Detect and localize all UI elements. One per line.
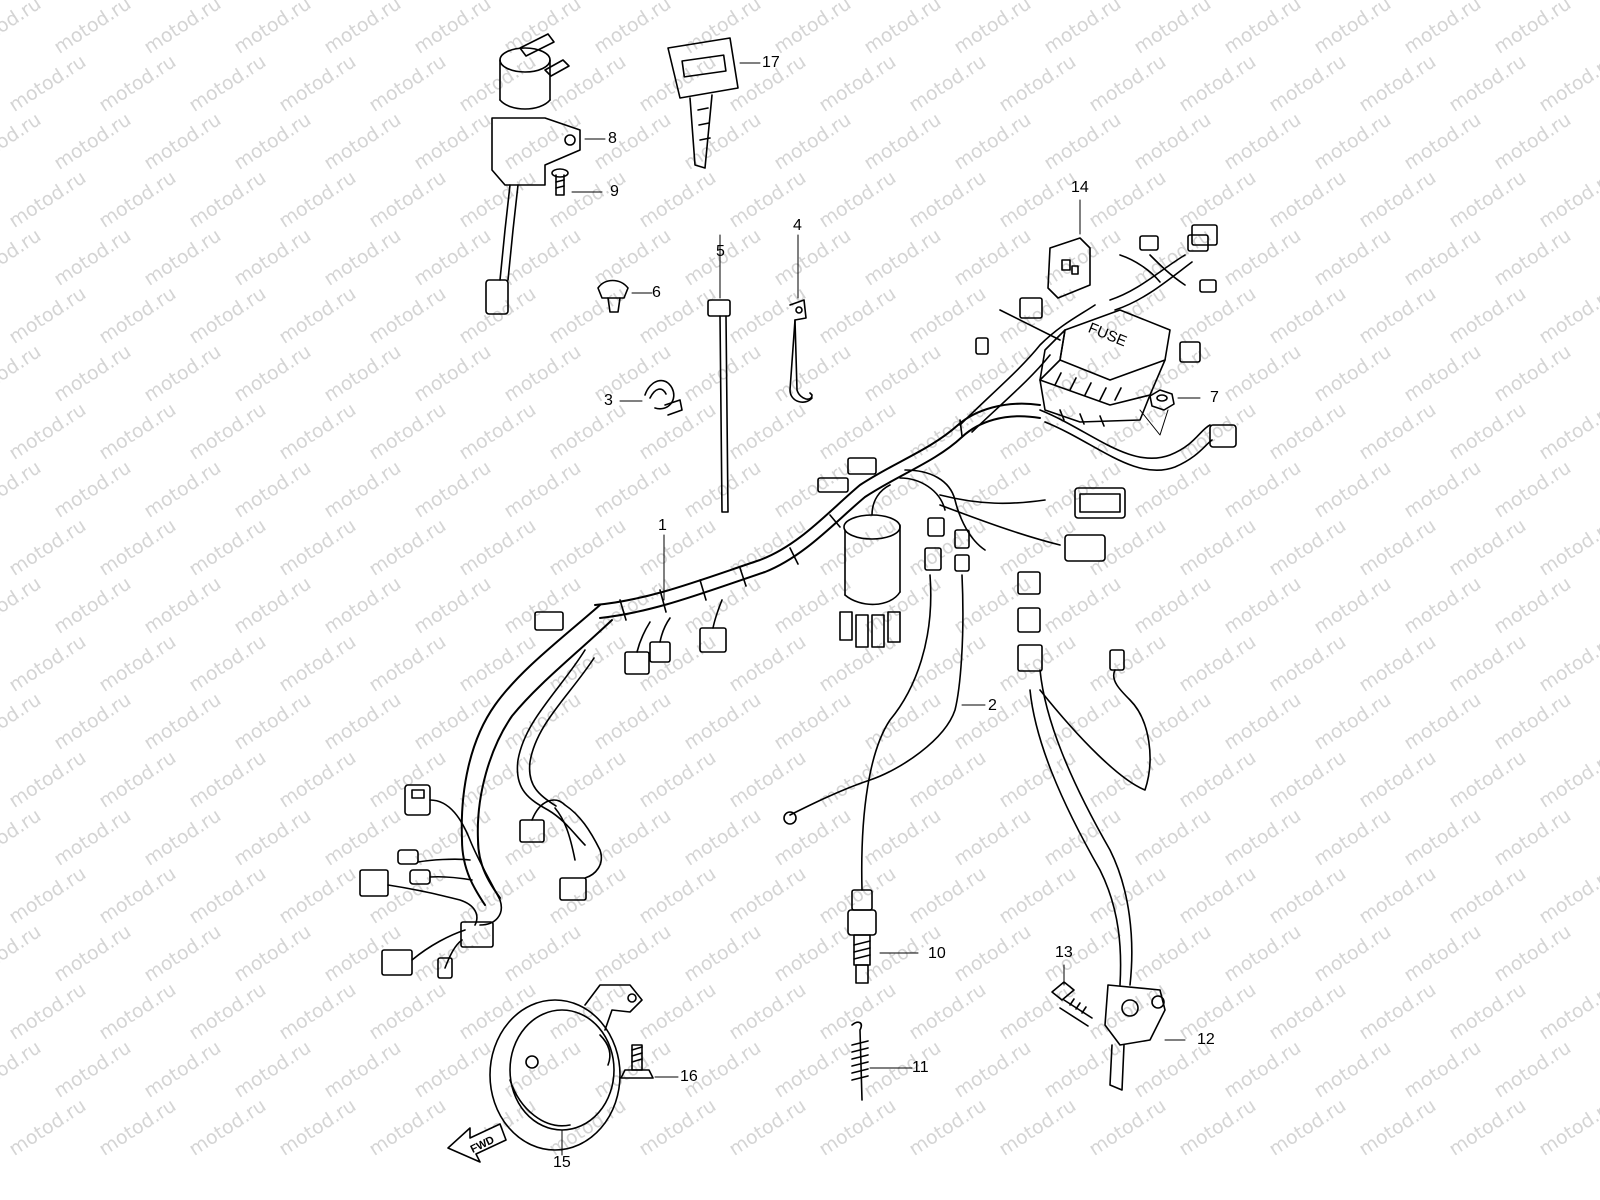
label-part-5: 5 — [716, 243, 725, 260]
label-part-3: 3 — [604, 392, 613, 409]
ignition-switch — [485, 33, 606, 315]
label-part-7: 7 — [1210, 389, 1219, 406]
label-part-8: 8 — [608, 130, 617, 147]
label-part-9: 9 — [610, 183, 619, 200]
bolt-13 — [1051, 964, 1093, 1027]
label-part-2: 2 — [988, 697, 997, 714]
harness-connectors-left — [359, 784, 603, 979]
harness-connectors-center — [534, 457, 1126, 675]
lead-wire-assembly — [783, 574, 1151, 986]
clip-6 — [597, 279, 653, 313]
label-part-15: 15 — [553, 1154, 571, 1171]
label-part-6: 6 — [652, 284, 661, 301]
fwd-arrow: FWD — [447, 1123, 507, 1163]
label-part-4: 4 — [793, 217, 802, 234]
fuse-box-label: FUSE — [1086, 320, 1129, 351]
connector-14 — [975, 199, 1237, 448]
label-part-16: 16 — [680, 1068, 698, 1085]
screw-9 — [551, 168, 603, 196]
clamp-3 — [619, 379, 683, 416]
band-4 — [789, 234, 813, 403]
label-part-17: 17 — [762, 54, 780, 71]
ignition-key — [667, 37, 761, 169]
fuse-box: FUSE — [1039, 309, 1171, 427]
spring — [851, 1021, 913, 1101]
side-stand-switch — [1104, 984, 1186, 1091]
main-wiring-harness — [460, 254, 1213, 906]
label-part-10: 10 — [928, 945, 946, 962]
label-part-11: 11 — [912, 1059, 929, 1076]
label-part-1: 1 — [658, 517, 667, 534]
label-part-14: 14 — [1071, 179, 1089, 196]
label-part-12: 12 — [1197, 1031, 1215, 1048]
cable-tie-5 — [707, 234, 731, 513]
neutral-switch — [847, 889, 919, 984]
ignition-coil-block — [839, 484, 901, 648]
horn — [489, 984, 643, 1156]
bolt-16 — [620, 1044, 679, 1079]
label-part-13: 13 — [1055, 944, 1073, 961]
nut-7 — [1139, 389, 1201, 436]
